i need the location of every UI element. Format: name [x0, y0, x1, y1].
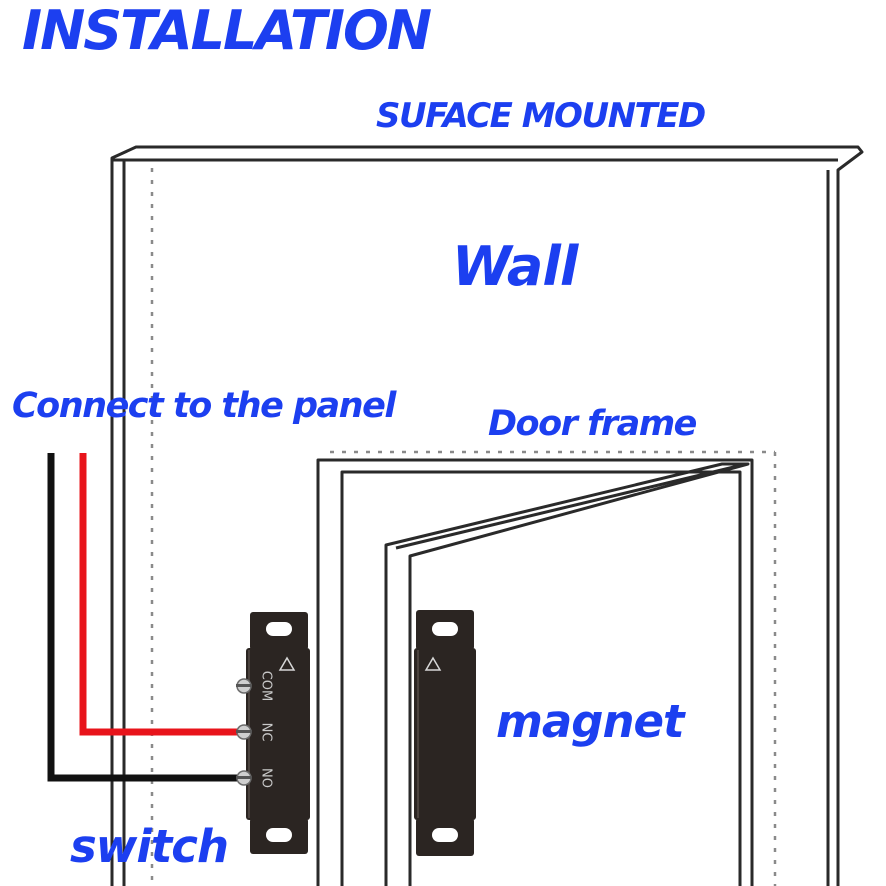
magnet-block-icon: [414, 610, 476, 856]
surface-mounted-label: SUFACE MOUNTED: [376, 96, 706, 136]
wires: [47, 453, 246, 782]
switch-label: switch: [70, 820, 229, 873]
door-frame-hidden-edges: [330, 450, 777, 886]
wall-label: Wall: [452, 235, 578, 298]
terminal-label-no: NO: [259, 768, 274, 788]
door-leaf: [384, 462, 750, 886]
terminal-label-com: COM: [259, 671, 274, 702]
door-frame-label: Door frame: [488, 404, 697, 444]
wall-outline: [110, 145, 864, 886]
black-wire: [47, 453, 246, 782]
connect-panel-label: Connect to the panel: [12, 386, 396, 426]
page-title: INSTALLATION: [22, 0, 432, 62]
red-wire: [79, 453, 246, 736]
reed-switch-icon: COM NC NO: [236, 612, 310, 854]
door-frame: [316, 458, 754, 886]
terminal-label-nc: NC: [259, 723, 274, 742]
magnet-label: magnet: [496, 695, 685, 748]
